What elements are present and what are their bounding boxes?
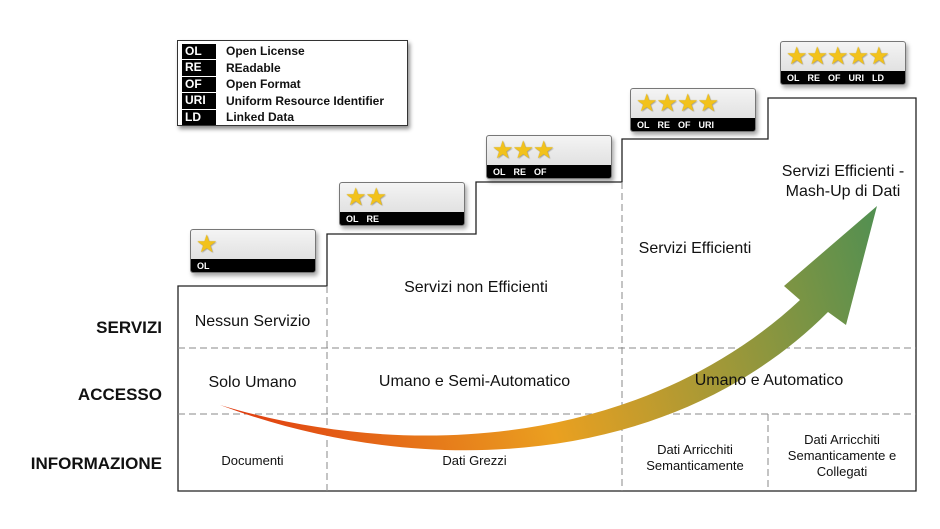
badge-stars: ★★ xyxy=(345,184,388,211)
badge-code-bar: OL RE xyxy=(340,212,464,225)
legend-full: REadable xyxy=(226,60,281,75)
legend-full: Open License xyxy=(226,44,305,59)
legend-abbr: URI xyxy=(182,93,216,109)
badge-code: RE xyxy=(807,72,821,83)
cell-nessun-servizio: Nessun Servizio xyxy=(194,313,311,331)
badge-code: OL xyxy=(787,72,800,83)
star-icon: ★ xyxy=(677,90,699,117)
badge-code: OF xyxy=(534,166,547,177)
star-icon: ★ xyxy=(533,137,555,164)
badge-stars: ★★★★ xyxy=(636,90,720,117)
star-badge-1: ★ OL xyxy=(190,229,316,273)
badge-code: OL xyxy=(493,166,506,177)
legend-abbr: LD xyxy=(182,109,216,125)
legend-full: Uniform Resource Identifier xyxy=(226,93,385,108)
star-icon: ★ xyxy=(827,43,849,70)
badge-stars: ★★★ xyxy=(492,137,555,164)
star-icon: ★ xyxy=(492,137,514,164)
star-icon: ★ xyxy=(636,90,658,117)
badge-code: OF xyxy=(828,72,841,83)
cell-dati-collegati: Dati Arricchiti Semanticamente e Collega… xyxy=(787,432,897,479)
badge-code: RE xyxy=(657,119,671,130)
star-icon: ★ xyxy=(697,90,720,117)
badge-code-bar: OL xyxy=(191,259,315,272)
cell-mashup: Servizi Efficienti - Mash-Up di Dati xyxy=(781,163,905,200)
badge-code: RE xyxy=(366,213,380,224)
badge-code-bar: OL RE OF xyxy=(487,165,611,178)
cell-servizi-non-efficienti: Servizi non Efficienti xyxy=(404,279,548,297)
badge-code: OL xyxy=(197,260,210,271)
row-label-informazione: INFORMAZIONE xyxy=(30,454,162,473)
badge-code: OF xyxy=(678,119,691,130)
star-icon: ★ xyxy=(365,184,388,211)
legend-box: OL Open License RE REadable OF Open Form… xyxy=(177,40,408,126)
legend-full: Open Format xyxy=(226,77,301,92)
legend-row: URI Uniform Resource Identifier xyxy=(182,93,407,110)
badge-code-bar: OL RE OF URI xyxy=(631,118,755,131)
legend-row: OL Open License xyxy=(182,43,407,60)
row-label-accesso: ACCESSO xyxy=(77,385,162,404)
star-icon: ★ xyxy=(847,43,870,70)
cell-solo-umano: Solo Umano xyxy=(208,374,297,392)
row-label-servizi: SERVIZI xyxy=(96,318,162,337)
legend-full: Linked Data xyxy=(226,110,295,125)
badge-code: OL xyxy=(346,213,359,224)
cell-umano-semi-automatico: Umano e Semi-Automatico xyxy=(378,373,571,391)
star-icon: ★ xyxy=(196,231,218,258)
badge-code: URI xyxy=(848,72,865,83)
badge-stars: ★★★★★ xyxy=(786,43,890,70)
badge-code: OL xyxy=(637,119,650,130)
star-icon: ★ xyxy=(345,184,367,211)
progress-arrow xyxy=(220,206,877,451)
badge-code: URI xyxy=(698,119,715,130)
legend-abbr: OF xyxy=(182,76,216,92)
badge-code: LD xyxy=(872,72,885,83)
legend-abbr: RE xyxy=(182,60,216,76)
star-icon: ★ xyxy=(656,90,679,117)
cell-dati-arricchiti: Dati Arricchiti Semanticamente xyxy=(646,442,744,473)
badge-code-bar: OL RE OF URI LD xyxy=(781,71,905,84)
star-icon: ★ xyxy=(786,43,808,70)
legend-row: RE REadable xyxy=(182,60,407,77)
star-icon: ★ xyxy=(868,43,890,70)
cell-servizi-efficienti: Servizi Efficienti xyxy=(638,240,752,258)
star-icon: ★ xyxy=(806,43,829,70)
cell-documenti: Documenti xyxy=(221,453,284,469)
legend-row: OF Open Format xyxy=(182,76,407,93)
badge-stars: ★ xyxy=(196,231,218,258)
cell-umano-automatico: Umano e Automatico xyxy=(694,372,844,390)
cell-dati-grezzi: Dati Grezzi xyxy=(442,453,507,469)
star-icon: ★ xyxy=(512,137,535,164)
badge-code: RE xyxy=(513,166,527,177)
legend-row: LD Linked Data xyxy=(182,109,407,126)
legend-abbr: OL xyxy=(182,43,216,59)
star-badge-2: ★★ OL RE xyxy=(339,182,465,226)
